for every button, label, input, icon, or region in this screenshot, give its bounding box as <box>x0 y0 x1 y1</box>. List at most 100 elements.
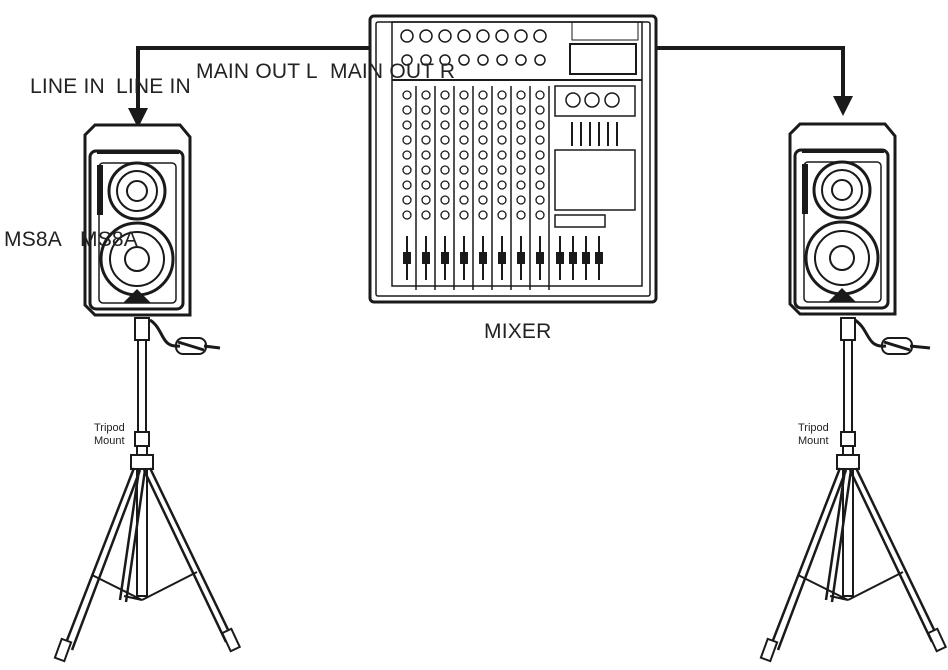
tripod-braces <box>797 571 904 601</box>
mixer-knob <box>535 165 545 175</box>
arrow-left <box>128 108 148 128</box>
mixer-knob <box>497 90 507 100</box>
tripod-hub <box>836 454 860 470</box>
tripod-leg-left <box>768 467 848 651</box>
label-mixer: MIXER <box>484 320 552 343</box>
mixer-knob <box>535 135 545 145</box>
mixer-knob <box>421 210 431 220</box>
tripod-foot-right <box>220 627 242 653</box>
mixer-knob <box>535 210 545 220</box>
tripod-leg-left <box>62 467 142 651</box>
mixer-master-fader-cap <box>556 252 564 264</box>
mixer-fader-cap <box>517 252 525 264</box>
mixer-knob <box>497 135 507 145</box>
tripod-clamp <box>840 431 856 447</box>
mixer-knob <box>402 150 412 160</box>
mixer-input-jack <box>495 29 509 43</box>
mixer-knob <box>478 120 488 130</box>
mixer-knob <box>497 195 507 205</box>
mixer-knob <box>402 180 412 190</box>
mixer-fader-cap <box>403 252 411 264</box>
mixer-knob <box>535 90 545 100</box>
mixer-knob <box>402 90 412 100</box>
tripod-left <box>53 317 242 663</box>
mixer-knob <box>459 90 469 100</box>
mixer-knob <box>459 180 469 190</box>
mixer-input-jack <box>476 29 490 43</box>
mixer-fader-cap <box>441 252 449 264</box>
mixer-input-jack <box>496 54 508 66</box>
mixer-master-fader-cap <box>595 252 603 264</box>
mixer-knob <box>497 180 507 190</box>
label-line-in-left: LINE IN <box>30 75 105 98</box>
mixer-knob <box>478 195 488 205</box>
mixer-input-jack <box>400 29 414 43</box>
mixer-input-jack <box>534 54 546 66</box>
mixer-master-section <box>554 85 636 228</box>
label-speaker-left: MS8A <box>4 228 62 251</box>
speaker-left <box>83 123 192 317</box>
mixer-knob <box>440 120 450 130</box>
mixer-device <box>368 14 658 304</box>
label-tripod-left: Tripod Mount <box>94 422 125 447</box>
mixer-knob <box>516 120 526 130</box>
power-cord-right <box>854 318 931 352</box>
tripod-leg-right <box>848 467 940 643</box>
tripod-upper-pole <box>843 339 853 436</box>
mixer-channel-strips <box>400 29 618 290</box>
mixer-knob <box>421 120 431 130</box>
mixer-input-jack <box>514 29 528 43</box>
arrow-right <box>833 96 853 116</box>
mixer-knob <box>478 210 488 220</box>
tripod-foot-left <box>759 637 779 663</box>
mixer-knob <box>421 165 431 175</box>
mixer-knob <box>459 150 469 160</box>
mixer-knob <box>535 120 545 130</box>
mixer-knob <box>440 150 450 160</box>
mixer-input-jack <box>477 54 489 66</box>
mixer-input-jack <box>515 54 527 66</box>
mixer-master-fader-cap <box>582 252 590 264</box>
mixer-knob <box>478 165 488 175</box>
label-line-in-right: LINE IN <box>116 75 191 98</box>
mixer-knob <box>402 195 412 205</box>
tripod-leg-right <box>142 467 234 643</box>
mixer-knob <box>421 90 431 100</box>
mixer-knob <box>497 210 507 220</box>
mixer-knob <box>459 120 469 130</box>
power-cord-left <box>149 318 221 352</box>
mixer-knob <box>497 165 507 175</box>
mixer-knob <box>459 165 469 175</box>
mixer-knob <box>440 165 450 175</box>
mixer-knob <box>535 105 545 115</box>
mixer-knob <box>497 120 507 130</box>
tripod-upper-pole <box>137 339 147 436</box>
mixer-knob <box>402 120 412 130</box>
mixer-fader-cap <box>422 252 430 264</box>
mixer-knob <box>516 195 526 205</box>
tripod-clamp <box>134 431 150 447</box>
label-tripod-right: Tripod Mount <box>798 422 829 447</box>
power-plug-left <box>175 337 207 355</box>
mixer-input-jack <box>533 29 547 43</box>
mixer-input-jack <box>401 54 413 66</box>
mixer-knob <box>440 195 450 205</box>
mixer-knob <box>459 135 469 145</box>
mixer-knob <box>497 150 507 160</box>
label-speaker-right: MS8A <box>80 228 138 251</box>
mixer-knob <box>459 210 469 220</box>
mixer-knob <box>440 210 450 220</box>
mixer-knob <box>440 180 450 190</box>
mixer-knob <box>478 105 488 115</box>
mixer-knob <box>421 105 431 115</box>
mixer-knob <box>516 210 526 220</box>
mixer-knob <box>535 150 545 160</box>
mixer-knob <box>516 105 526 115</box>
mixer-fader-cap <box>498 252 506 264</box>
mixer-knob <box>497 105 507 115</box>
cable-right <box>655 46 845 100</box>
mixer-input-jack <box>439 54 451 66</box>
mixer-knob <box>440 105 450 115</box>
mixer-knob <box>459 105 469 115</box>
